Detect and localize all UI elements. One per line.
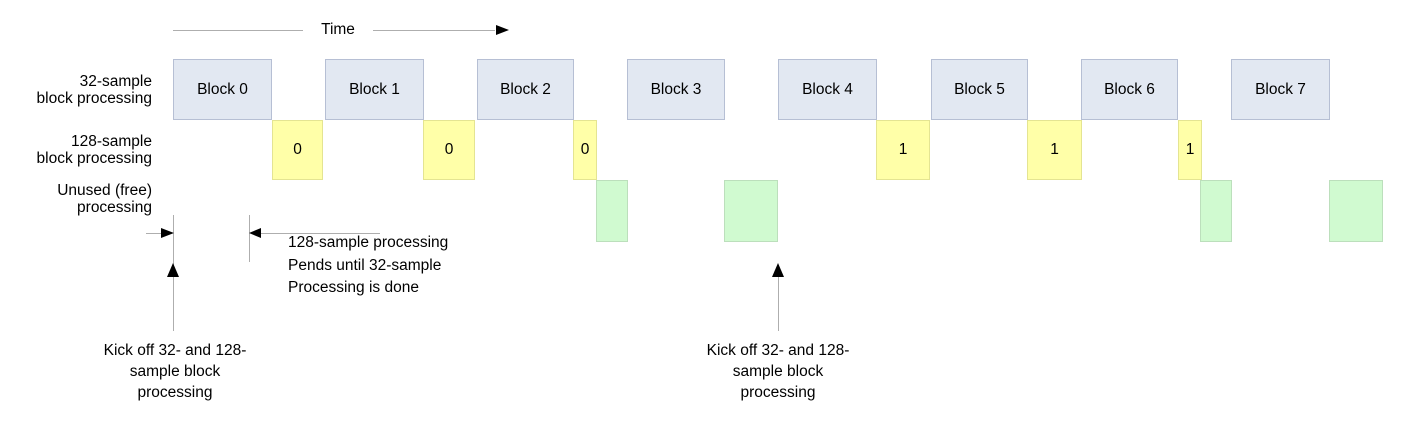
free-block-0 bbox=[596, 180, 628, 242]
row-label-128-sample: 128-sample block processing bbox=[0, 133, 152, 167]
kickoff1-note-line1: Kick off 32- and 128- bbox=[103, 342, 247, 359]
row-label-128-sample-line2: block processing bbox=[36, 150, 152, 167]
block-32-1: Block 1 bbox=[325, 59, 424, 120]
free-block-3 bbox=[1329, 180, 1383, 242]
dimension-arrow-left-icon bbox=[249, 228, 261, 238]
pend-note-line3: Processing is done bbox=[288, 279, 419, 296]
block-128-4: 1 bbox=[1027, 120, 1082, 180]
kickoff2-note-line1: Kick off 32- and 128- bbox=[706, 342, 850, 359]
row-label-128-sample-line1: 128-sample bbox=[71, 133, 152, 150]
kickoff1-note: Kick off 32- and 128- sample block proce… bbox=[80, 340, 270, 403]
dimension-tick-right-line bbox=[249, 215, 250, 262]
kickoff2-note-line2: sample block bbox=[732, 363, 824, 380]
kickoff1-note-line3: processing bbox=[137, 384, 213, 401]
dimension-arrow-right-line bbox=[146, 233, 162, 234]
dimension-arrow-left-line bbox=[261, 233, 380, 234]
block-32-2: Block 2 bbox=[477, 59, 574, 120]
block-128-2: 0 bbox=[573, 120, 597, 180]
kickoff2-arrow-line bbox=[778, 265, 779, 331]
kickoff1-note-line2: sample block bbox=[129, 363, 221, 380]
row-label-32-sample-line1: 32-sample bbox=[79, 73, 152, 90]
row-label-32-sample: 32-sample block processing bbox=[0, 73, 152, 107]
block-128-1: 0 bbox=[423, 120, 475, 180]
dimension-arrow-right-icon bbox=[161, 228, 174, 238]
kickoff1-arrowhead-icon bbox=[167, 263, 179, 277]
row-label-unused-free: Unused (free) processing bbox=[0, 182, 152, 216]
block-32-7: Block 7 bbox=[1231, 59, 1330, 120]
kickoff2-arrowhead-icon bbox=[772, 263, 784, 277]
pend-note: 128-sample processing Pends until 32-sam… bbox=[288, 232, 498, 300]
block-32-0: Block 0 bbox=[173, 59, 272, 120]
block-128-0: 0 bbox=[272, 120, 323, 180]
time-axis-label: Time bbox=[303, 21, 373, 39]
block-32-3: Block 3 bbox=[627, 59, 725, 120]
time-axis-arrowhead-icon bbox=[496, 25, 509, 35]
row-label-32-sample-line2: block processing bbox=[36, 90, 152, 107]
row-label-unused-free-line1: Unused (free) bbox=[57, 182, 152, 199]
kickoff2-note-line3: processing bbox=[740, 384, 816, 401]
block-128-5: 1 bbox=[1178, 120, 1202, 180]
kickoff2-note: Kick off 32- and 128- sample block proce… bbox=[683, 340, 873, 403]
free-block-1 bbox=[724, 180, 778, 242]
block-128-3: 1 bbox=[876, 120, 930, 180]
pend-note-line1: 128-sample processing bbox=[288, 234, 449, 251]
block-32-5: Block 5 bbox=[931, 59, 1028, 120]
block-32-4: Block 4 bbox=[778, 59, 877, 120]
pend-note-line2: Pends until 32-sample bbox=[288, 256, 442, 274]
block-32-6: Block 6 bbox=[1081, 59, 1178, 120]
row-label-unused-free-line2: processing bbox=[77, 199, 152, 216]
free-block-2 bbox=[1200, 180, 1232, 242]
